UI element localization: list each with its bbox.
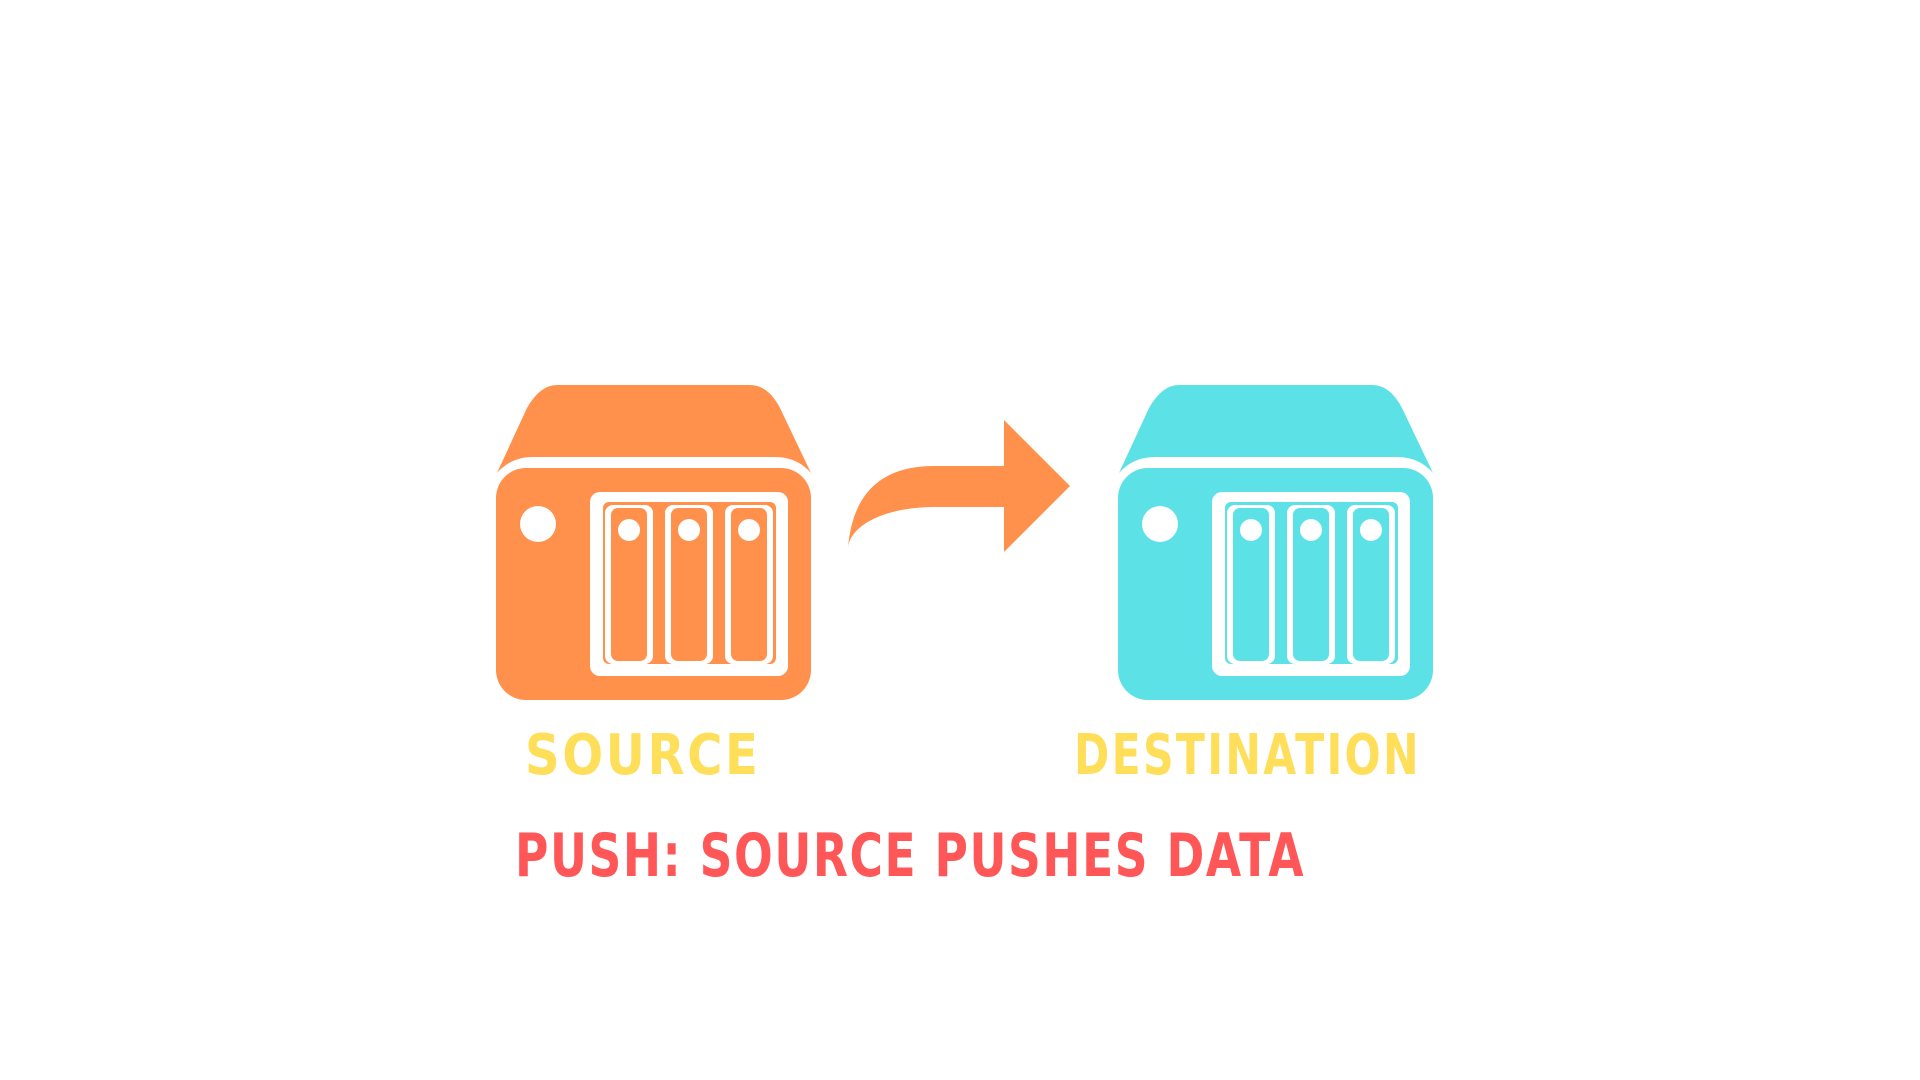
push-caption: PUSH: SOURCE PUSHES DATA <box>515 821 1306 891</box>
destination-label: DESTINATION <box>1074 723 1421 788</box>
source-label: SOURCE <box>525 723 761 788</box>
destination-server-icon <box>1118 385 1433 700</box>
curved-arrow-right-icon <box>848 420 1070 552</box>
source-server-icon <box>496 385 811 700</box>
